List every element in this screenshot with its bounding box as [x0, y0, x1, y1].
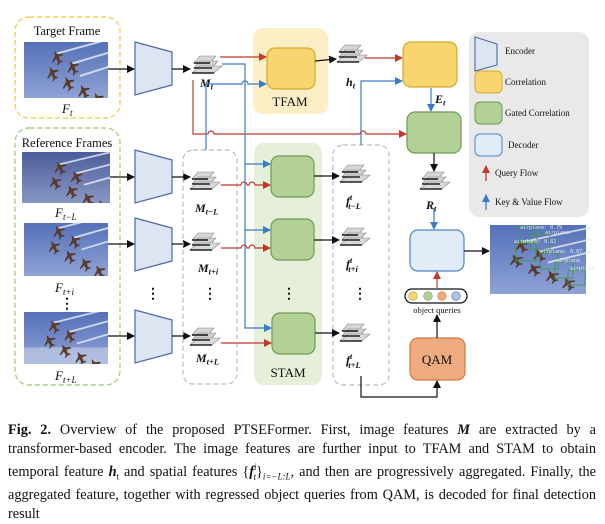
stam-ellipsis: ⋮	[282, 287, 296, 302]
query-flow-lines	[192, 53, 441, 347]
feature-label-M-ref-0: Mt−L	[194, 201, 218, 217]
decoder-box-icon	[474, 133, 503, 157]
caption-text-4: }	[256, 463, 263, 480]
legend-label-correlation: Correlation	[505, 77, 546, 87]
stam-label: STAM	[270, 365, 306, 380]
object-queries-label: object queries	[413, 305, 460, 315]
reference-frames-title: Reference Frames	[22, 136, 113, 150]
query-dot-green	[423, 291, 433, 301]
reference-frame-image-t-minus-L	[22, 152, 110, 203]
detection-label-4: airplane	[556, 258, 580, 264]
feature-stack-f-1	[339, 227, 371, 246]
correlation-box-icon	[474, 70, 503, 94]
architecture-diagram: Target Frame Ft Reference Frames Ft−L Ft…	[14, 16, 594, 398]
stam-gated-box-0	[270, 155, 315, 198]
decoder-box	[409, 229, 465, 272]
feature-stack-f-2	[339, 323, 371, 342]
reference-frames-group: Reference Frames Ft−L Ft+i ⋮ Ft+L	[14, 127, 121, 386]
feature-label-E-t: Et	[434, 92, 446, 108]
feature-stack-M-ref-0	[189, 171, 221, 190]
feature-stack-R-t	[419, 171, 451, 190]
encoder-ref-0	[134, 149, 173, 204]
caption-fig-label: Fig. 2.	[8, 422, 52, 438]
reference-frame-image-t-plus-i	[24, 223, 108, 276]
encoder-target	[134, 41, 173, 96]
caption-math-h-sub: t	[116, 471, 120, 482]
feature-stack-M-ref-1	[189, 232, 221, 251]
detection-label-0: airplane: 0.79	[520, 225, 562, 231]
reference-features-group	[182, 149, 238, 385]
target-frame-title: Target Frame	[34, 24, 101, 38]
query-dot-orange	[437, 291, 447, 301]
reference-frame-label-2: Ft+L	[54, 368, 77, 385]
query-dot-blue	[451, 291, 461, 301]
encoder-trapezoid-icon	[474, 36, 498, 72]
caption-range-sub: i=−L:L	[262, 471, 291, 482]
legend-label-decoder: Decoder	[508, 140, 538, 150]
legend: Encoder Correlation Gated Correlation De…	[469, 32, 589, 217]
caption-math-h: h	[108, 463, 117, 480]
feature-label-M-t: Mt	[199, 76, 214, 92]
reference-frame-label-1: Ft+i	[54, 280, 75, 297]
legend-label-encoder: Encoder	[505, 46, 535, 56]
feature-stack-h-t	[336, 44, 368, 63]
spatial-features-ellipsis: ⋮	[353, 287, 367, 302]
figure-caption: Fig. 2. Overview of the proposed PTSEFor…	[8, 421, 596, 524]
caption-text-1: Overview of the proposed PTSEFormer. Fir…	[51, 422, 458, 438]
detection-label-3: airplane: 0.87	[540, 249, 582, 255]
query-dot-yellow	[408, 291, 418, 301]
detection-label-1: airplane	[545, 230, 569, 236]
target-frame-group: Target Frame Ft	[14, 16, 121, 119]
reference-frames-border	[14, 127, 121, 386]
caption-text-2: are extracted by a transformer-based enc…	[8, 422, 596, 480]
reference-frame-label-0: Ft−L	[54, 205, 77, 222]
feature-label-M-ref-2: Mt+L	[195, 351, 219, 367]
gated-correlation-box-icon	[474, 101, 503, 125]
data-flow-arrows	[314, 55, 490, 398]
detection-label-2: airplane: 0.82	[514, 239, 556, 245]
legend-label-query-flow: Query Flow	[495, 168, 539, 178]
tfam-correlation-box	[266, 47, 316, 90]
feature-stack-M-ref-2	[189, 327, 221, 346]
target-frame-image	[24, 42, 108, 98]
encoder-ellipsis: ⋮	[146, 287, 160, 302]
detection-result-image: airplane: 0.79 airplane airplane: 0.82 a…	[490, 225, 594, 294]
caption-math-f-sub: t	[253, 471, 257, 482]
caption-math-f: f	[249, 463, 254, 480]
frame-to-encoder-arrows	[108, 65, 191, 340]
feature-stack-M-t	[191, 55, 223, 74]
gated-correlation-box-final	[406, 111, 462, 154]
encoder-ref-1	[134, 217, 173, 272]
feature-label-M-ref-1: Mt+i	[197, 261, 219, 277]
kv-flow-lines	[205, 63, 438, 332]
caption-math-M: M	[457, 422, 471, 438]
target-frame-border	[14, 16, 121, 119]
caption-text-3: and spatial features {	[119, 463, 250, 480]
feature-label-R-t: Rt	[425, 198, 437, 214]
feature-stack-f-0	[339, 164, 371, 183]
legend-label-kv-flow: Key & Value Flow	[495, 197, 563, 207]
tfam-label: TFAM	[272, 94, 308, 109]
target-frame-label: Ft	[61, 101, 73, 118]
reference-frames-ellipsis: ⋮	[60, 297, 74, 312]
qam-label: QAM	[422, 352, 453, 367]
stam-gated-box-2	[271, 312, 316, 355]
encoders: ⋮	[134, 41, 173, 364]
reference-features-ellipsis: ⋮	[203, 287, 217, 302]
caption-math-f-sup: i	[253, 462, 257, 473]
encoder-ref-2	[134, 309, 173, 364]
detection-label-5: airplane	[570, 266, 594, 272]
caption-text-5: , and then are progressively aggregated.…	[8, 463, 596, 522]
reference-frame-image-t-plus-L	[24, 312, 108, 364]
feature-label-h-t: ht	[346, 75, 356, 91]
object-queries: object queries	[404, 288, 468, 315]
stam-gated-box-1	[270, 218, 315, 261]
correlation-box-E	[402, 41, 458, 88]
legend-label-gated-correlation: Gated Correlation	[505, 108, 570, 118]
